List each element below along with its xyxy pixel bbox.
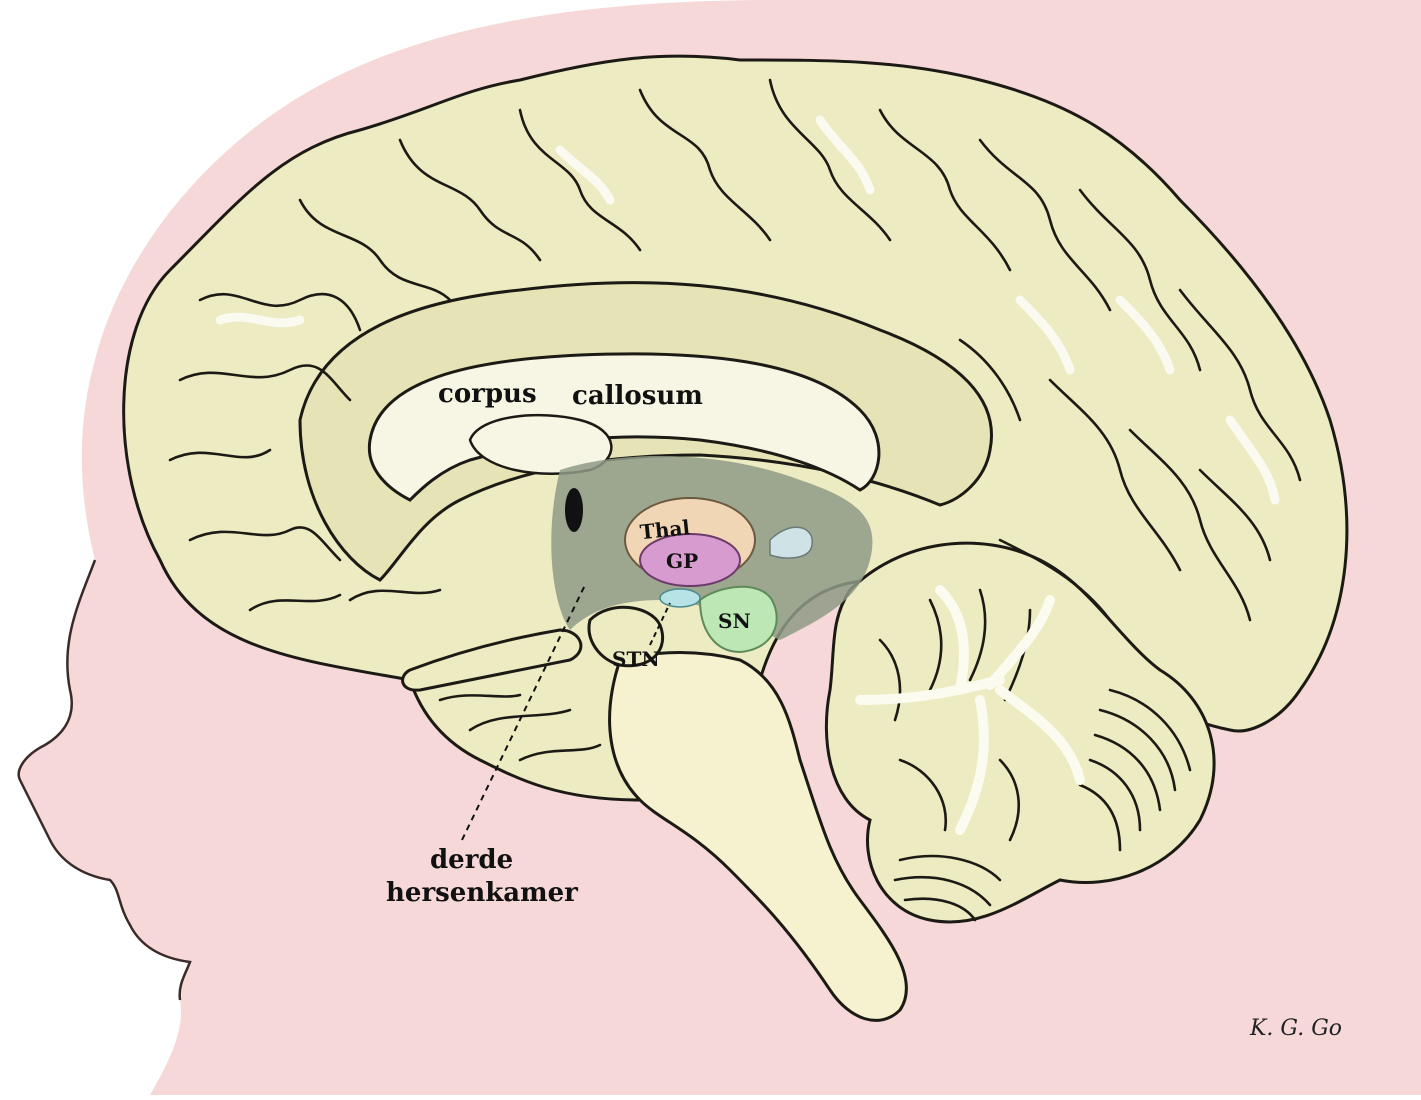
label-hersenkamer: hersenkamer [386, 878, 578, 908]
interventricular-foramen [565, 488, 583, 532]
label-gp: GP [666, 549, 698, 573]
subthalamic-nucleus [660, 589, 700, 607]
label-derde: derde [430, 845, 513, 875]
label-corpus: corpus [438, 379, 537, 409]
label-callosum: callosum [572, 381, 703, 411]
artist-signature: K. G. Go [1249, 1016, 1342, 1041]
label-stn: STN [612, 647, 660, 671]
label-sn: SN [718, 609, 751, 633]
